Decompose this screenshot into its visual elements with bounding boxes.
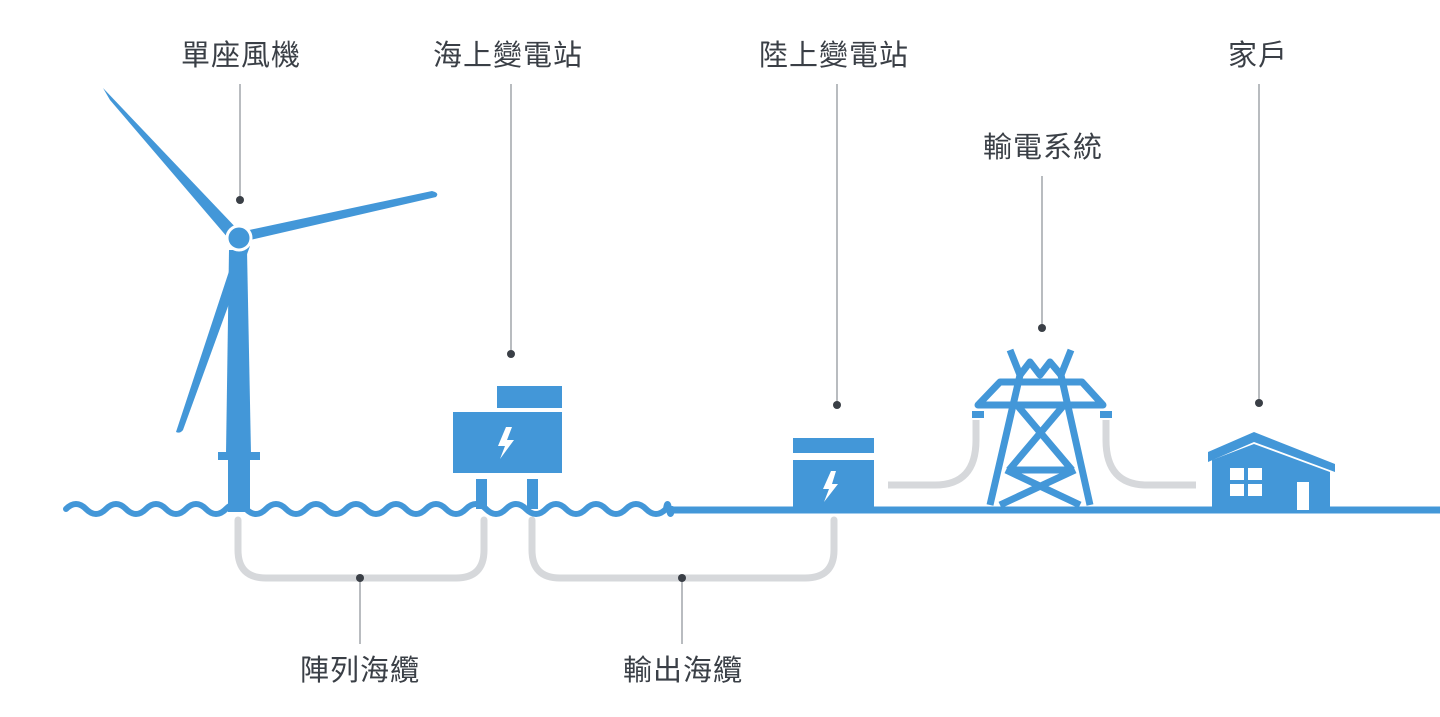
- turbine-foundation: [228, 460, 250, 512]
- label-offshore-substation: 海上變電站: [432, 38, 584, 72]
- transmission-tower-icon: [974, 348, 1107, 509]
- dot-export-cable: [678, 574, 686, 582]
- house-window-pane: [1248, 484, 1262, 496]
- tower-bracing: [998, 402, 1082, 509]
- house-window-pane: [1248, 468, 1262, 480]
- house-door: [1297, 482, 1309, 510]
- label-transmission-system: 輸電系統: [982, 130, 1104, 164]
- house-roof: [1208, 432, 1335, 472]
- dot-offshore-substation: [507, 350, 515, 358]
- export-cable: [528, 516, 838, 582]
- dot-onshore-substation: [833, 401, 841, 409]
- transmission-cable-right: [1102, 420, 1196, 489]
- turbine-blade-upper: [103, 88, 240, 238]
- house-icon: [1208, 432, 1335, 510]
- house-window-pane: [1230, 468, 1244, 480]
- leader-dots: [236, 196, 1263, 582]
- offshore-substation-leg-right: [527, 479, 538, 509]
- tower-crossarm: [974, 378, 1107, 409]
- turbine-blade-right: [240, 191, 438, 240]
- house-body: [1212, 444, 1330, 510]
- label-wind-turbine: 單座風機: [180, 38, 302, 72]
- label-onshore-substation: 陸上變電站: [758, 38, 910, 72]
- sea-wave: [63, 501, 675, 517]
- label-household: 家戶: [1227, 38, 1289, 72]
- leader-lines: [239, 84, 1260, 644]
- array-cable: [234, 516, 488, 582]
- lightning-bolt-icon: [823, 471, 838, 502]
- onshore-substation-icon: [793, 438, 874, 510]
- transmission-cable-left: [888, 420, 980, 489]
- insulator-right: [1100, 411, 1112, 418]
- offshore-substation-top: [497, 386, 562, 408]
- turbine-platform: [218, 452, 260, 460]
- turbine-tower: [226, 250, 251, 454]
- dot-transmission-system: [1038, 324, 1046, 332]
- onshore-substation-top: [793, 438, 874, 453]
- dot-wind-turbine: [236, 196, 244, 204]
- dot-array-cable: [356, 574, 364, 582]
- house-window-pane: [1230, 484, 1244, 496]
- dot-household: [1255, 399, 1263, 407]
- tower-top: [1006, 348, 1075, 379]
- turbine-blade-lower: [176, 238, 250, 433]
- lightning-bolt-icon: [498, 427, 514, 459]
- turbine-hub: [225, 224, 253, 252]
- tower-legs: [986, 374, 1094, 506]
- offshore-substation-icon: [453, 386, 562, 509]
- offshore-substation-leg-left: [476, 479, 487, 509]
- wind-turbine-icon: [103, 88, 438, 512]
- label-array-cable: 陣列海纜: [299, 653, 421, 687]
- insulator-left: [972, 411, 984, 418]
- label-export-cable: 輸出海纜: [622, 653, 744, 687]
